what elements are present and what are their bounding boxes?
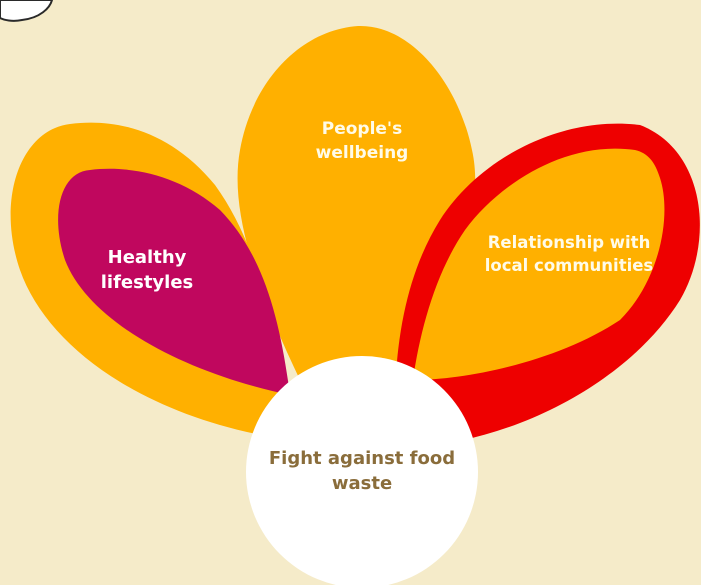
petal-healthy — [58, 168, 290, 395]
corner-decoration — [0, 0, 54, 22]
center-label: Fight against food waste — [268, 448, 456, 495]
center-circle — [246, 356, 478, 585]
petal-label-relationship: Relationship with local communities — [484, 233, 654, 276]
petal-relationship — [413, 148, 665, 380]
petal-label-healthy: Healthy lifestyles — [100, 247, 194, 294]
petal-label-wellbeing: People's wellbeing — [315, 119, 409, 163]
